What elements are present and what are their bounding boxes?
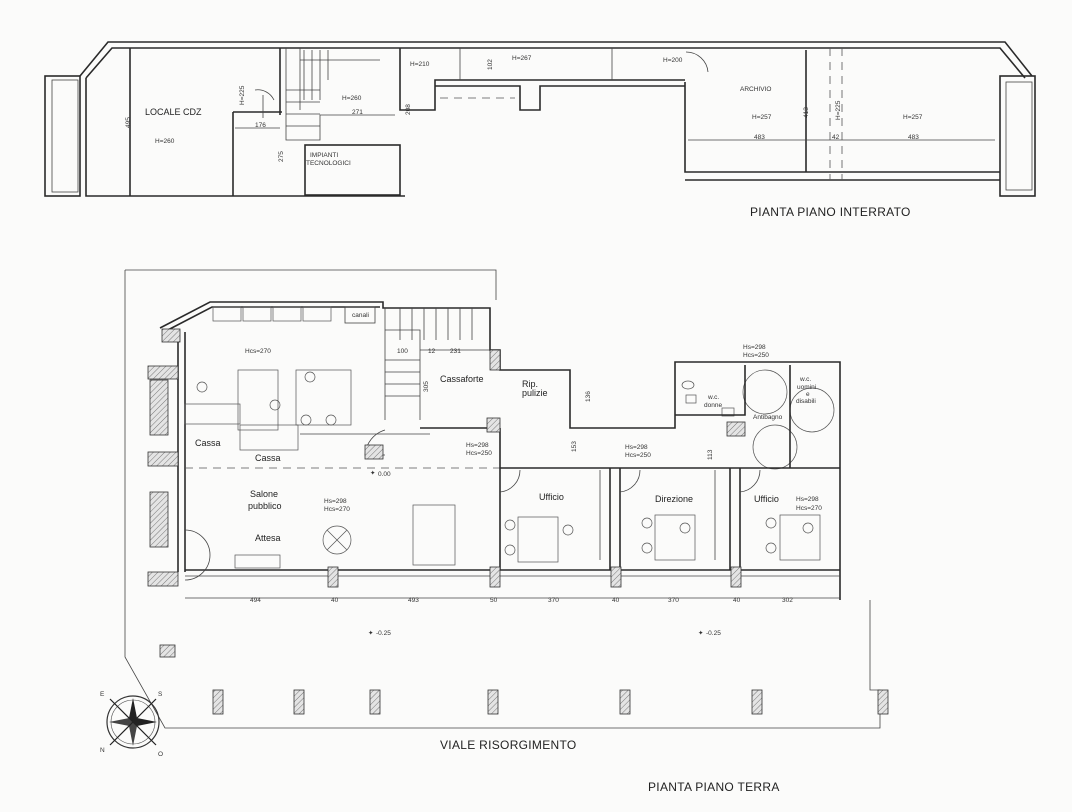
room-label-pulizie: pulizie xyxy=(522,388,548,398)
height-label: Hcs=250 xyxy=(466,450,492,457)
street-name: VIALE RISORGIMENTO xyxy=(440,738,577,752)
level-label: -0.25 xyxy=(376,630,391,637)
dimension: 271 xyxy=(352,109,363,116)
height-label: Hcs=270 xyxy=(796,505,822,512)
room-height: H=257 xyxy=(903,114,923,121)
dimension: 40 xyxy=(331,597,339,604)
height-label: H=200 xyxy=(663,57,683,64)
height-label: Hcs=270 xyxy=(245,348,271,355)
room-label-tecnologici: TECNOLOGICI xyxy=(306,160,351,167)
dimension: 495 xyxy=(125,117,132,128)
room-label-cassaforte: Cassaforte xyxy=(440,374,484,384)
level-marker-icon: ✦ xyxy=(698,629,704,637)
dimension: 493 xyxy=(408,597,419,604)
room-label-wc-uomini: uomini xyxy=(797,384,816,391)
basement-light-well-left xyxy=(44,75,81,197)
ground-floor-plan: 494 40 493 50 370 40 370 40 302 100 12 2… xyxy=(100,269,889,794)
svg-text:S: S xyxy=(158,691,163,698)
room-label-wc-donne: w.c. xyxy=(707,394,719,401)
dimension: 136 xyxy=(585,391,592,402)
room-label-archivio: ARCHIVIO xyxy=(740,86,771,93)
dimension: 100 xyxy=(397,348,408,355)
room-label-attesa: Attesa xyxy=(255,533,281,543)
dimension: 231 xyxy=(450,348,461,355)
dimension: 40 xyxy=(733,597,741,604)
dimension: 42 xyxy=(832,134,840,141)
dimension: 208 xyxy=(405,104,412,115)
room-label-ufficio: Ufficio xyxy=(754,494,779,504)
room-height: H=260 xyxy=(155,138,175,145)
dimension: 113 xyxy=(707,449,714,460)
ground-floor-title: PIANTA PIANO TERRA xyxy=(648,780,780,794)
level-marker-icon: ✦ xyxy=(370,469,376,477)
height-label: H=225 xyxy=(835,100,842,120)
dimension: 50 xyxy=(490,597,498,604)
room-label-rip: Rip. xyxy=(522,379,538,389)
dimension: 40 xyxy=(612,597,620,604)
room-label-canali: canali xyxy=(352,312,369,319)
height-label: Hs=298 xyxy=(324,498,347,505)
svg-text:N: N xyxy=(100,747,105,754)
dimension: 483 xyxy=(908,134,919,141)
room-height: H=257 xyxy=(752,114,772,121)
svg-text:E: E xyxy=(100,691,105,698)
height-label: H=260 xyxy=(342,95,362,102)
room-label-wc-uomini: e xyxy=(806,391,810,398)
room-label-cassa: Cassa xyxy=(195,438,221,448)
room-label-impianti: IMPIANTI xyxy=(310,152,338,159)
room-label-salone: Salone xyxy=(250,489,278,499)
dimension: 370 xyxy=(548,597,559,604)
height-label: H=210 xyxy=(410,61,430,68)
dimension: 275 xyxy=(278,151,285,162)
room-label-cassa: Cassa xyxy=(255,453,281,463)
dimension: 483 xyxy=(754,134,765,141)
room-label-wc-uomini: disabili xyxy=(796,398,816,405)
compass-rose-icon: E S N O xyxy=(100,691,163,758)
level-marker-icon: ✦ xyxy=(368,629,374,637)
level-label: -0.25 xyxy=(706,630,721,637)
dimension: 12 xyxy=(428,348,436,355)
height-label: H=267 xyxy=(512,55,532,62)
height-label: H=225 xyxy=(239,85,246,105)
room-label-wc-donne: donne xyxy=(704,402,722,409)
dimension: 102 xyxy=(487,59,494,70)
svg-text:O: O xyxy=(158,751,163,758)
height-label: Hs=298 xyxy=(796,496,819,503)
room-label-locale-cdz: LOCALE CDZ xyxy=(145,107,202,117)
height-label: Hs=298 xyxy=(743,344,766,351)
room-label-salone: pubblico xyxy=(248,501,282,511)
room-label-ufficio: Ufficio xyxy=(539,492,564,502)
dimension: 370 xyxy=(668,597,679,604)
basement-title: PIANTA PIANO INTERRATO xyxy=(750,205,911,219)
basement-plan: LOCALE CDZ H=260 IMPIANTI TECNOLOGICI AR… xyxy=(44,41,1036,219)
dimension: 176 xyxy=(255,122,266,129)
level-label: 0.00 xyxy=(378,471,391,478)
height-label: Hs=298 xyxy=(466,442,489,449)
dimension: 305 xyxy=(423,381,430,392)
room-label-antibagno: Antibagno xyxy=(753,414,783,421)
height-label: Hs=298 xyxy=(625,444,648,451)
basement-light-well-right xyxy=(999,75,1036,197)
dimension: 413 xyxy=(803,107,810,118)
dimension: 153 xyxy=(571,441,578,452)
room-label-direzione: Direzione xyxy=(655,494,693,504)
height-label: Hcs=250 xyxy=(743,352,769,359)
room-label-wc-uomini: w.c. xyxy=(799,376,811,383)
height-label: Hcs=250 xyxy=(625,452,651,459)
dimension: 302 xyxy=(782,597,793,604)
dimension: 494 xyxy=(250,597,261,604)
height-label: Hcs=270 xyxy=(324,506,350,513)
